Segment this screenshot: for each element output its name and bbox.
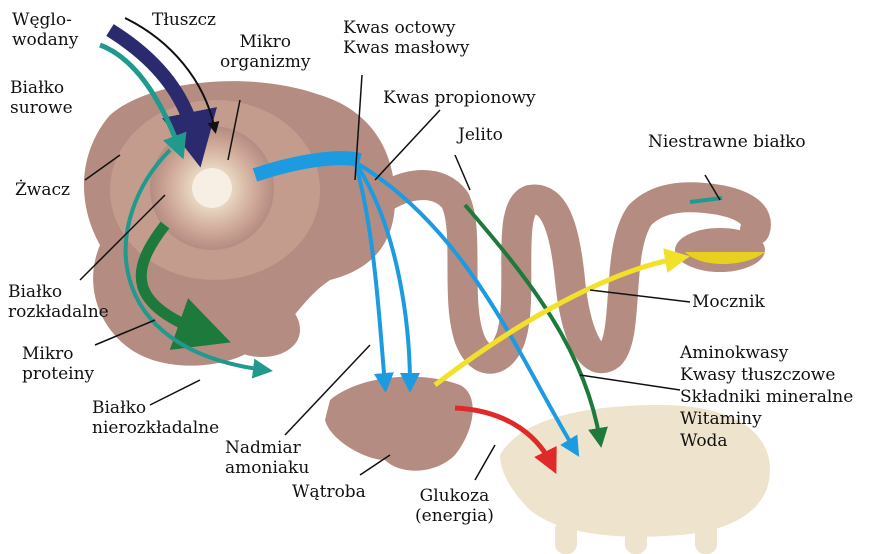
raw-protein-label: Białko surowe <box>10 78 73 118</box>
glucose-label: Glukoza (energia) <box>415 486 494 526</box>
propionic-acid-label: Kwas propionowy <box>383 88 536 108</box>
excess-ammonia-label: Nadmiar amoniaku <box>225 438 309 478</box>
carbohydrates-label: Węglo- wodany <box>12 10 78 50</box>
intestinal-products-label: Aminokwasy Kwasy tłuszczowe Składniki mi… <box>680 342 853 452</box>
rumen-label: Żwacz <box>15 180 70 200</box>
fat-label: Tłuszcz <box>152 10 216 30</box>
liver-organ <box>325 377 473 471</box>
intestine-label: Jelito <box>458 125 503 145</box>
degradable-protein-label: Białko rozkładalne <box>8 282 109 322</box>
volatile-acids-label: Kwas octowy Kwas masłowy <box>343 18 469 58</box>
microproteins-label: Mikro proteiny <box>22 344 94 384</box>
colon-pool <box>675 228 765 272</box>
intestine <box>380 185 756 359</box>
urea-label: Mocznik <box>692 292 765 312</box>
microorganisms-label: Mikro organizmy <box>220 32 310 72</box>
nondegradable-protein-label: Białko nierozkładalne <box>92 398 219 438</box>
liver-label: Wątroba <box>292 482 366 502</box>
undigested-protein-label: Niestrawne białko <box>648 132 806 152</box>
